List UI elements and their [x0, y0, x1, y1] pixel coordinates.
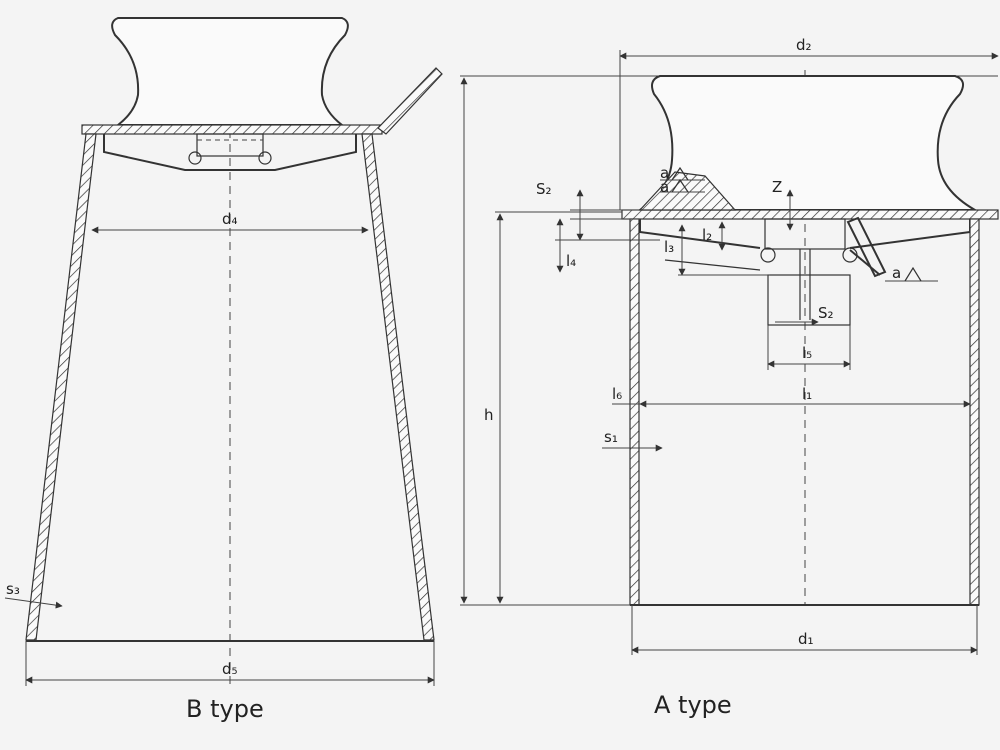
b-bracket [103, 134, 357, 171]
a-l1-label: l₁ [802, 385, 812, 403]
a-weld-label-2: a [660, 178, 669, 196]
b-pin-right [258, 151, 272, 165]
a-shell-left [629, 218, 640, 606]
a-l6-label: l₆ [612, 385, 622, 403]
b-d5-label: d₅ [222, 660, 238, 678]
a-l4-label: l₄ [566, 252, 576, 270]
a-shell-right [969, 218, 980, 606]
b-pin-left [188, 151, 202, 165]
a-weld-triangle-1 [671, 166, 689, 181]
a-s2-left-label: S₂ [536, 180, 552, 198]
b-d4-label: d₄ [222, 210, 238, 228]
a-weld-triangle-3 [904, 266, 922, 282]
b-hub [196, 133, 264, 157]
a-type-drawing: d₂ h d₁ [460, 36, 999, 719]
a-weld-label-1: a [660, 164, 669, 182]
b-deck-plate [81, 124, 383, 135]
a-bracket-arm [664, 259, 761, 271]
a-pin-left [760, 247, 776, 263]
b-type-drawing: d₄ d₅ s₃ B type [4, 17, 443, 723]
a-shaft-block [767, 274, 851, 326]
a-s2-right-label: S₂ [818, 304, 834, 322]
b-type-caption: B type [186, 695, 264, 723]
a-d1-label: d₁ [798, 630, 814, 648]
a-s1-label: s₁ [604, 428, 618, 446]
a-deck-plate [621, 209, 999, 220]
a-h-label: h [484, 406, 494, 424]
b-shell-left [25, 133, 97, 641]
a-hub [764, 218, 846, 250]
a-lever-arm [849, 249, 881, 276]
b-shell-right [361, 133, 435, 641]
a-d2-label: d₂ [796, 36, 812, 54]
a-type-caption: A type [654, 691, 732, 719]
b-s3-leader [4, 597, 63, 609]
a-weld-triangle-2 [671, 178, 689, 193]
a-l3-label: l₃ [664, 238, 674, 256]
a-l2-label: l₂ [702, 226, 712, 244]
a-lever [846, 216, 887, 278]
a-weld-label-3: a [892, 264, 901, 282]
b-bollard-head [111, 17, 349, 126]
a-l5-label: l₅ [802, 344, 812, 362]
b-lever [377, 67, 443, 135]
a-z-label: Z [772, 178, 782, 196]
b-s3-label: s₃ [6, 580, 20, 598]
